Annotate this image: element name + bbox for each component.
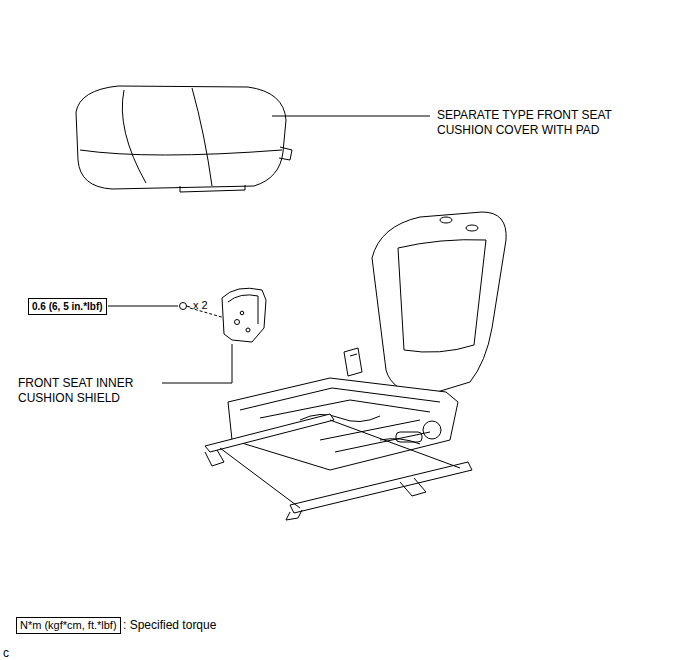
torque-spec-box: 0.6 (6, 5 in.*lbf) — [28, 298, 107, 315]
part-name: SEPARATE TYPE FRONT SEAT CUSHION COVER W… — [437, 108, 652, 138]
part-name: FRONT SEAT INNER CUSHION SHIELD — [18, 376, 168, 406]
figure-code: c — [3, 646, 23, 660]
legend-text: : Specified torque — [123, 618, 283, 633]
box-text: N*m (kgf*cm, ft.*lbf) — [20, 619, 117, 632]
seat-rail — [205, 414, 472, 520]
box-text: 0.6 (6, 5 in.*lbf) — [32, 300, 103, 313]
bolt — [180, 303, 191, 310]
seat-frame — [228, 378, 458, 470]
leader-line — [272, 116, 430, 117]
quantity: x 2 — [193, 298, 233, 313]
torque-legend-box: N*m (kgf*cm, ft.*lbf) — [16, 617, 121, 634]
leader-line — [108, 306, 178, 307]
inner-cushion-shield — [222, 288, 266, 342]
cushion-cover — [76, 86, 292, 192]
leader-line — [162, 344, 232, 383]
buckle — [344, 348, 362, 376]
seat-back — [372, 212, 506, 396]
